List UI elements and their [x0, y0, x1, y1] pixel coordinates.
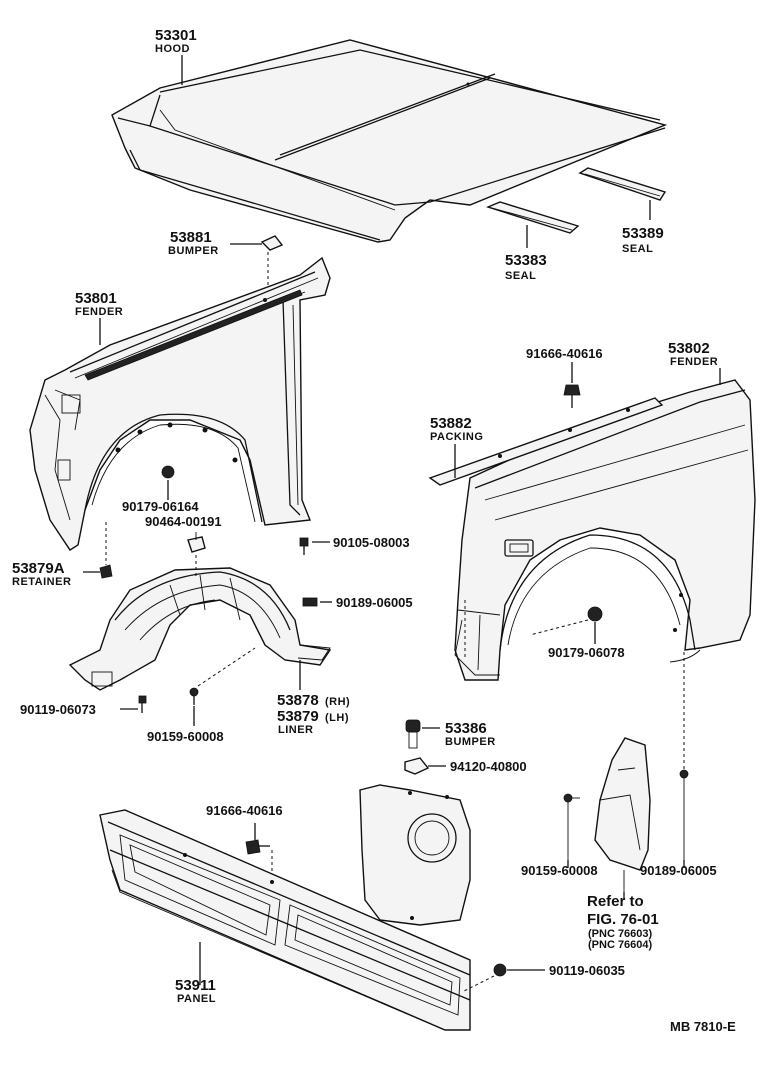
bolt-90105 — [299, 537, 309, 555]
reference-line1: Refer to — [587, 893, 644, 910]
labels: 53301 HOOD 53383 SEAL 53389 SEAL 53881 B… — [12, 27, 736, 1034]
fender-rh-name: FENDER — [670, 356, 718, 368]
nut-90179-06164 — [161, 465, 175, 479]
screw-90189-right-label: 90189-06005 — [640, 863, 717, 878]
reference-line2: FIG. 76-01 — [587, 911, 659, 928]
bolt-90119-06073-label: 90119-06073 — [20, 702, 96, 717]
liner-lh-tag: (LH) — [325, 712, 349, 724]
hood-number: 53301 — [155, 27, 197, 44]
packing-name: PACKING — [430, 431, 483, 443]
nut-90179-06078-label: 90179-06078 — [548, 645, 625, 660]
bolt-91666-top-label: 91666-40616 — [526, 346, 603, 361]
clip-90464 — [187, 532, 206, 553]
liner-drawing — [68, 555, 332, 691]
fender-rh-number: 53802 — [668, 340, 710, 357]
panel-number: 53911 — [175, 977, 216, 994]
liner-rh-tag: (RH) — [325, 696, 350, 708]
bumper-53881-drawing — [260, 235, 284, 292]
bolt-91666-bottom — [245, 839, 273, 880]
hood-name: HOOD — [155, 43, 190, 55]
footer-code: MB 7810-E — [670, 1019, 736, 1034]
bolt-90119-06035-label: 90119-06035 — [549, 963, 625, 978]
bolt-90105-label: 90105-08003 — [333, 535, 410, 550]
panel-name: PANEL — [177, 993, 216, 1005]
screw-90159-left — [189, 647, 256, 705]
bumper-53881-number: 53881 — [170, 229, 212, 246]
seal-53389-name: SEAL — [622, 243, 653, 255]
nut-90179-06164-label: 90179-06164 — [122, 499, 199, 514]
liner-lh-number: 53879 — [277, 708, 319, 725]
retainer-number: 53879A — [12, 560, 65, 577]
hood-drawing — [111, 39, 668, 243]
panel-drawing — [99, 809, 471, 1031]
bumper-53386-number: 53386 — [445, 720, 487, 737]
screw-90159-left-label: 90159-60008 — [147, 729, 224, 744]
splash-shield-drawing — [359, 784, 471, 926]
bolt-91666-top — [563, 384, 581, 408]
reference-line4: (PNC 76604) — [588, 939, 653, 951]
seal-53389-drawing — [578, 167, 667, 201]
retainer-name: RETAINER — [12, 576, 71, 588]
seal-53389-number: 53389 — [622, 225, 664, 242]
seal-53383-drawing — [485, 201, 580, 234]
reference-line3: (PNC 76603) — [588, 928, 653, 940]
liner-name: LINER — [278, 724, 314, 736]
fender-lh-name: FENDER — [75, 306, 123, 318]
nut-90179-06078 — [529, 606, 603, 636]
seal-53383-number: 53383 — [505, 252, 547, 269]
screw-90159-right — [563, 793, 580, 860]
packing-drawing — [428, 397, 664, 486]
seal-53383-name: SEAL — [505, 270, 536, 282]
bumper-53386-drawing — [405, 719, 421, 749]
bumper-53386-name: BUMPER — [445, 736, 496, 748]
fender-lh-drawing — [29, 256, 331, 551]
bolt-90119-06035 — [461, 963, 507, 993]
screw-90189-right — [679, 769, 689, 860]
screw-90159-right-label: 90159-60008 — [521, 863, 598, 878]
screw-90189-left — [302, 597, 318, 607]
bolt-90119-06073 — [138, 695, 147, 713]
leader-lines — [83, 55, 721, 985]
packing-number: 53882 — [430, 415, 472, 432]
fender-lh-number: 53801 — [75, 290, 117, 307]
bumper-53881-name: BUMPER — [168, 245, 219, 257]
bolt-91666-bottom-label: 91666-40616 — [206, 803, 283, 818]
nut-94120-label: 94120-40800 — [450, 759, 527, 774]
mud-guard-drawing — [594, 737, 651, 892]
liner-rh-number: 53878 — [277, 692, 319, 709]
retainer-drawing — [99, 522, 113, 579]
nut-94120 — [404, 757, 430, 775]
screw-90189-left-label: 90189-06005 — [336, 595, 413, 610]
fender-rh-drawing — [454, 379, 756, 681]
clip-90464-label: 90464-00191 — [145, 514, 222, 529]
